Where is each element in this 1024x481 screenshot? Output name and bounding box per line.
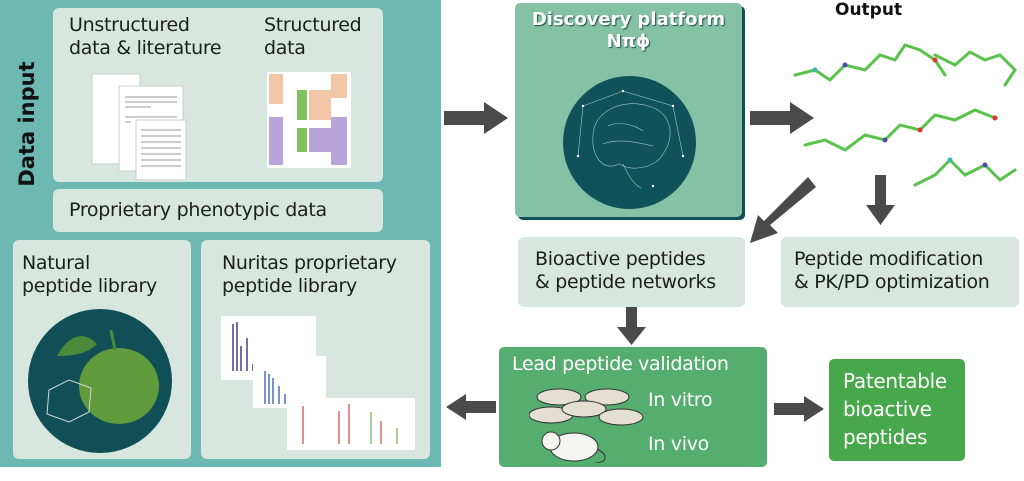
- patentable-peptides-label: Patentable bioactive peptides: [843, 367, 947, 451]
- mass-spectra-icon: [221, 316, 415, 450]
- unstructured-line2: data & literature: [69, 37, 222, 59]
- natural-line2: peptide library: [22, 275, 157, 297]
- platform-title-line2: Nπϕ: [606, 31, 651, 52]
- structured-line2: data: [264, 37, 306, 59]
- patent-line3: peptides: [843, 425, 928, 449]
- structured-data-icon: [267, 72, 351, 168]
- bioactive-line1: Bioactive peptides: [535, 248, 706, 270]
- lead-validation-box: Lead peptide validation In vitro In vivo: [499, 347, 767, 467]
- nuritas-line1: Nuritas proprietary: [222, 252, 397, 274]
- phenotypic-data-label: Proprietary phenotypic data: [69, 199, 327, 221]
- platform-title-line1: Discovery platform: [531, 9, 726, 30]
- literature-pages-icon: [91, 73, 187, 181]
- lead-validation-title: Lead peptide validation: [512, 353, 729, 375]
- patent-line2: bioactive: [843, 397, 932, 421]
- natural-library-label: Natural peptide library: [22, 252, 157, 298]
- structured-line1: Structured: [264, 14, 362, 36]
- apple-icon: [28, 309, 172, 453]
- in-vivo-label: In vivo: [648, 433, 709, 455]
- unstructured-line1: Unstructured: [69, 14, 190, 36]
- pkpd-optimization-label: Peptide modification & PK/PD optimizatio…: [794, 248, 990, 294]
- natural-line1: Natural: [22, 252, 90, 274]
- brain-network-icon: [563, 76, 696, 209]
- nuritas-library-box: Nuritas proprietary peptide library: [201, 240, 430, 459]
- structured-data-label: Structured data: [264, 14, 362, 60]
- nuritas-line2: peptide library: [222, 275, 357, 297]
- platform-title: Discovery platform Nπϕ: [515, 9, 742, 53]
- phenotypic-data-box: Proprietary phenotypic data: [53, 189, 383, 232]
- arrow-down-to-lead: [617, 307, 646, 345]
- arrow-down-to-pkpd: [866, 175, 895, 225]
- in-vitro-label: In vitro: [648, 389, 713, 411]
- unstructured-data-label: Unstructured data & literature: [69, 14, 222, 60]
- pkpd-line1: Peptide modification: [794, 248, 983, 270]
- arrow-left-to-input: [446, 394, 496, 420]
- arrow-right-to-output: [750, 102, 814, 134]
- bioactive-peptides-label: Bioactive peptides & peptide networks: [535, 248, 716, 294]
- bioactive-peptides-box: Bioactive peptides & peptide networks: [518, 237, 745, 307]
- natural-library-box: Natural peptide library: [13, 240, 191, 459]
- output-title: Output: [835, 0, 903, 20]
- patent-line1: Patentable: [843, 369, 947, 393]
- patentable-peptides-box: Patentable bioactive peptides: [829, 359, 965, 461]
- arrow-right-to-patent: [774, 396, 824, 422]
- nuritas-library-label: Nuritas proprietary peptide library: [222, 252, 397, 298]
- arrow-right-to-platform: [444, 102, 508, 134]
- data-input-panel: Data input Unstructured data & literatur…: [0, 0, 441, 467]
- arrow-down-left-to-bioactive: [750, 177, 816, 243]
- petri-dishes-icon: [529, 388, 644, 463]
- pkpd-optimization-box: Peptide modification & PK/PD optimizatio…: [781, 237, 1019, 307]
- data-input-label: Data input: [15, 61, 39, 187]
- data-sources-box: Unstructured data & literature Structure…: [53, 8, 383, 182]
- pkpd-line2: & PK/PD optimization: [794, 271, 990, 293]
- peptide-structures-icon: [793, 43, 1017, 187]
- bioactive-line2: & peptide networks: [535, 271, 716, 293]
- discovery-platform-box: Discovery platform Nπϕ: [515, 3, 742, 217]
